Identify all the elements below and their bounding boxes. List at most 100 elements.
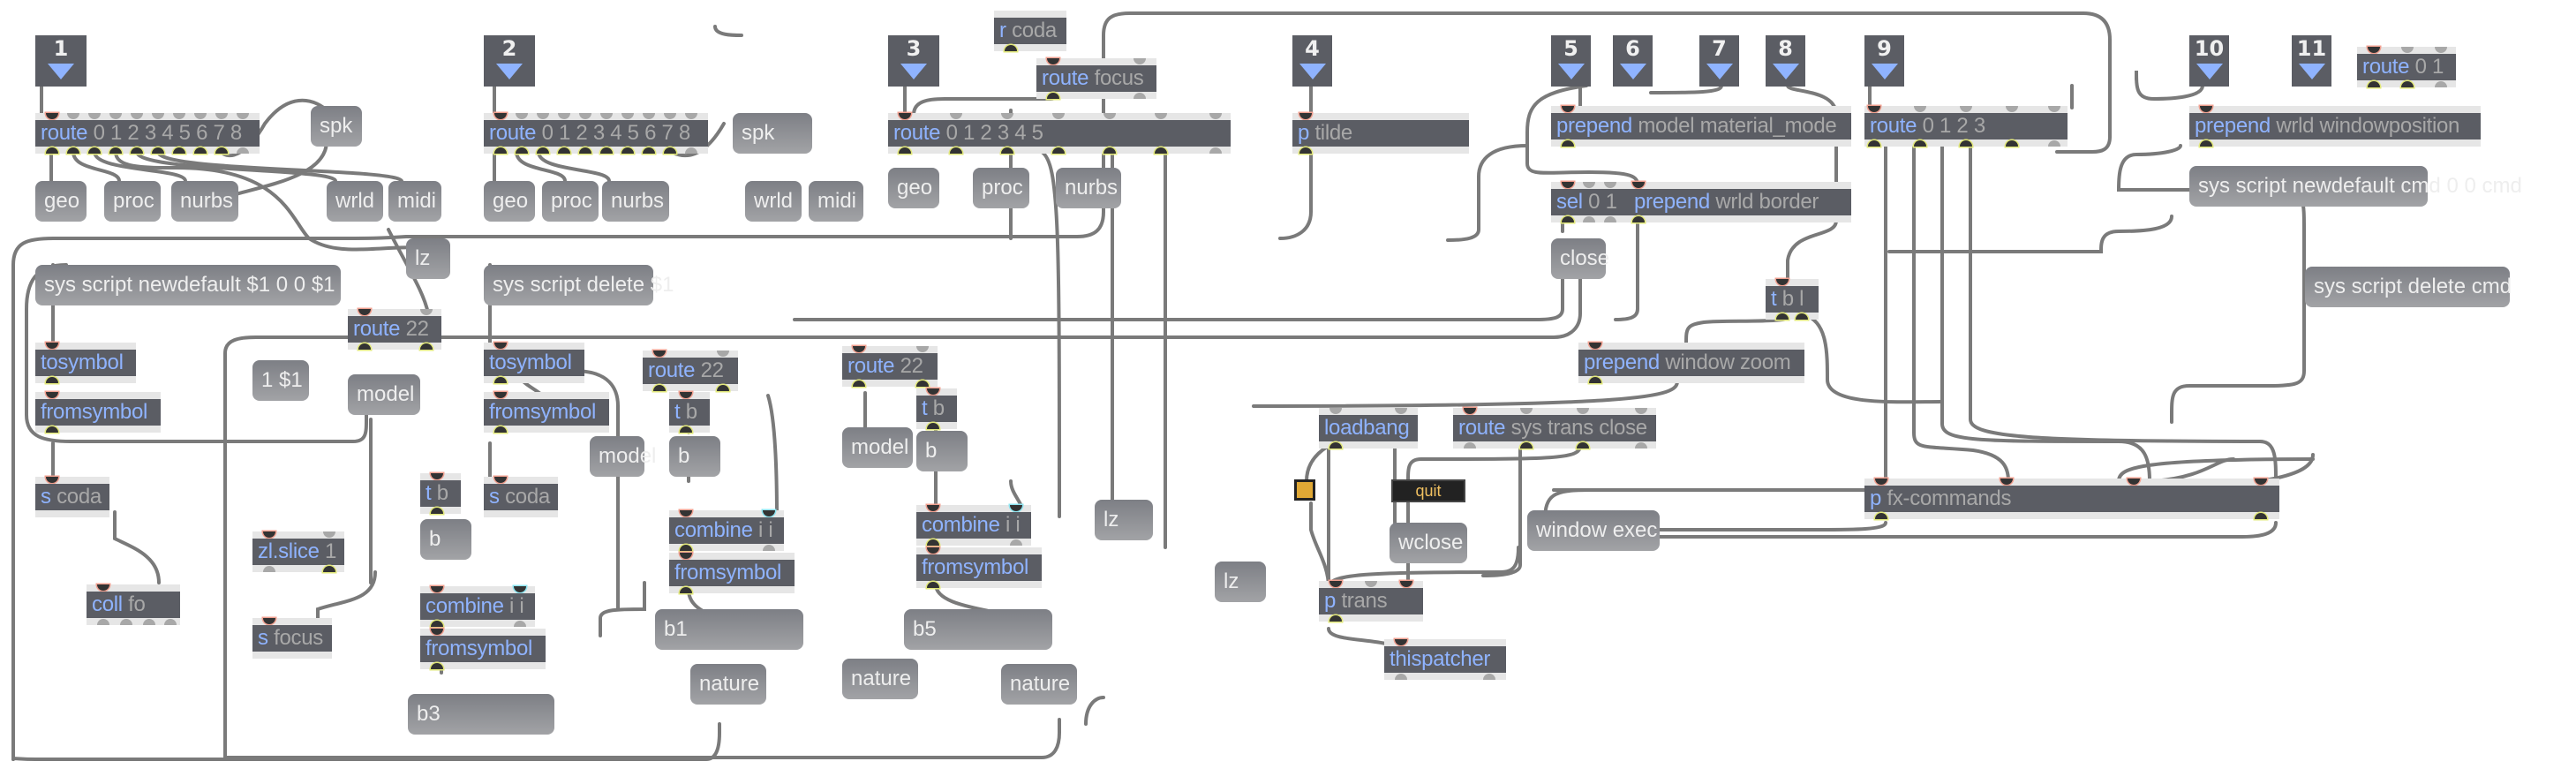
inlet-port[interactable]: [494, 113, 507, 119]
message-sys-script-newdefault[interactable]: sys script newdefault $1 0 0 $1: [35, 265, 341, 305]
outlet-port[interactable]: [1562, 216, 1574, 222]
inlet-port[interactable]: [1299, 113, 1312, 119]
inlet-port[interactable]: [1776, 279, 1789, 285]
inlet-port[interactable]: [494, 477, 507, 483]
outlet-port[interactable]: [1005, 45, 1017, 51]
outlet-port[interactable]: [1868, 140, 1880, 147]
outlet-port[interactable]: [600, 147, 613, 154]
message-window-exec[interactable]: window exec: [1527, 510, 1660, 551]
outlet-port[interactable]: [2401, 81, 2414, 87]
inlet-port[interactable]: [2006, 106, 2018, 112]
message-model-1[interactable]: model: [348, 374, 420, 415]
message-b3[interactable]: b3: [408, 694, 554, 735]
outlet-port[interactable]: [680, 587, 692, 593]
inlet-port[interactable]: [1329, 408, 1342, 414]
inlet-5[interactable]: 5: [1551, 35, 1591, 87]
outlet-port[interactable]: [494, 147, 507, 154]
inlet-port[interactable]: [173, 113, 185, 119]
outlet-port[interactable]: [152, 147, 164, 154]
subpatch-tilde[interactable]: p tilde: [1292, 113, 1469, 154]
route-0-1[interactable]: route 0 1: [2357, 47, 2456, 87]
thispatcher[interactable]: thispatcher: [1384, 639, 1506, 680]
inlet-7[interactable]: 7: [1699, 35, 1739, 87]
inlet-port[interactable]: [1001, 113, 1013, 119]
inlet-port[interactable]: [1589, 343, 1601, 349]
inlet-port[interactable]: [853, 346, 865, 352]
inlet-port[interactable]: [1010, 505, 1022, 511]
message-b-3[interactable]: b: [916, 431, 968, 471]
outlet-port[interactable]: [537, 147, 549, 154]
inlet-port[interactable]: [558, 113, 570, 119]
inlet-port[interactable]: [2000, 479, 2013, 485]
outlet-port[interactable]: [1796, 313, 1808, 320]
inlet-port[interactable]: [927, 547, 939, 554]
inlet-port[interactable]: [1329, 581, 1342, 587]
outlet-port[interactable]: [109, 147, 122, 154]
tosymbol-2[interactable]: tosymbol: [484, 343, 584, 383]
trigger-b-1[interactable]: t b: [420, 473, 461, 514]
fromsymbol-3[interactable]: fromsymbol: [420, 629, 546, 669]
outlet-port[interactable]: [621, 147, 634, 154]
route-object-2[interactable]: route 0 1 2 3 4 5 6 7 8: [484, 113, 708, 154]
outlet-port[interactable]: [173, 147, 185, 154]
outlet-port[interactable]: [1589, 377, 1601, 383]
inlet-port[interactable]: [97, 584, 109, 591]
inlet-port[interactable]: [1395, 408, 1407, 414]
outlet-port[interactable]: [1914, 140, 1926, 147]
outlet-port[interactable]: [558, 147, 570, 154]
send-coda-1[interactable]: s coda: [35, 477, 109, 517]
message-proc-3[interactable]: proc: [973, 168, 1029, 208]
outlet-port[interactable]: [46, 147, 58, 154]
prepend-wrld-border[interactable]: prepend wrld border: [1629, 182, 1851, 222]
outlet-port[interactable]: [2368, 81, 2380, 87]
outlet-port[interactable]: [67, 147, 79, 154]
inlet-4[interactable]: 4: [1292, 35, 1332, 87]
inlet-port[interactable]: [680, 553, 692, 559]
inlet-port[interactable]: [194, 113, 207, 119]
inlet-port[interactable]: [600, 113, 613, 119]
message-nurbs-2[interactable]: nurbs: [602, 181, 669, 222]
outlet-port[interactable]: [1875, 513, 1887, 519]
inlet-port[interactable]: [109, 113, 122, 119]
outlet-port[interactable]: [1001, 147, 1013, 154]
inlet-port[interactable]: [1047, 58, 1059, 64]
route-focus[interactable]: route focus: [1036, 58, 1156, 99]
message-lz-3[interactable]: lz: [1215, 562, 1266, 602]
inlet-port[interactable]: [2255, 479, 2267, 485]
inlet-port[interactable]: [1400, 581, 1412, 587]
inlet-port[interactable]: [1134, 58, 1146, 64]
inlet-port[interactable]: [537, 113, 549, 119]
trigger-b-3[interactable]: t b: [916, 388, 957, 429]
outlet-port[interactable]: [516, 147, 528, 154]
inlet-port[interactable]: [643, 113, 655, 119]
outlet-port[interactable]: [899, 147, 911, 154]
message-geo-1[interactable]: geo: [35, 181, 87, 222]
inlet-port[interactable]: [899, 113, 911, 119]
outlet-port[interactable]: [1604, 216, 1616, 222]
inlet-port[interactable]: [516, 113, 528, 119]
outlet-port[interactable]: [1583, 216, 1595, 222]
inlet-port[interactable]: [2200, 106, 2212, 112]
inlet-port[interactable]: [46, 392, 58, 398]
outlet-port[interactable]: [120, 619, 132, 625]
inlet-port[interactable]: [431, 629, 443, 635]
inlet-port[interactable]: [1562, 182, 1574, 188]
outlet-port[interactable]: [1010, 539, 1022, 546]
inlet-port[interactable]: [927, 388, 939, 395]
inlet-port[interactable]: [950, 113, 962, 119]
fromsymbol-2[interactable]: fromsymbol: [484, 392, 609, 433]
outlet-port[interactable]: [2200, 140, 2212, 147]
message-geo-3[interactable]: geo: [888, 168, 939, 208]
outlet-port[interactable]: [494, 377, 507, 383]
inlet-port[interactable]: [763, 510, 775, 516]
outlet-port[interactable]: [680, 545, 692, 551]
inlet-1[interactable]: 1: [35, 35, 87, 87]
inlet-port[interactable]: [664, 113, 676, 119]
inlet-port[interactable]: [1914, 106, 1926, 112]
outlet-port[interactable]: [194, 147, 207, 154]
inlet-port[interactable]: [1868, 106, 1880, 112]
inlet-port[interactable]: [323, 531, 335, 538]
inlet-port[interactable]: [215, 113, 228, 119]
message-geo-2[interactable]: geo: [484, 181, 535, 222]
send-focus[interactable]: s focus: [252, 618, 332, 659]
